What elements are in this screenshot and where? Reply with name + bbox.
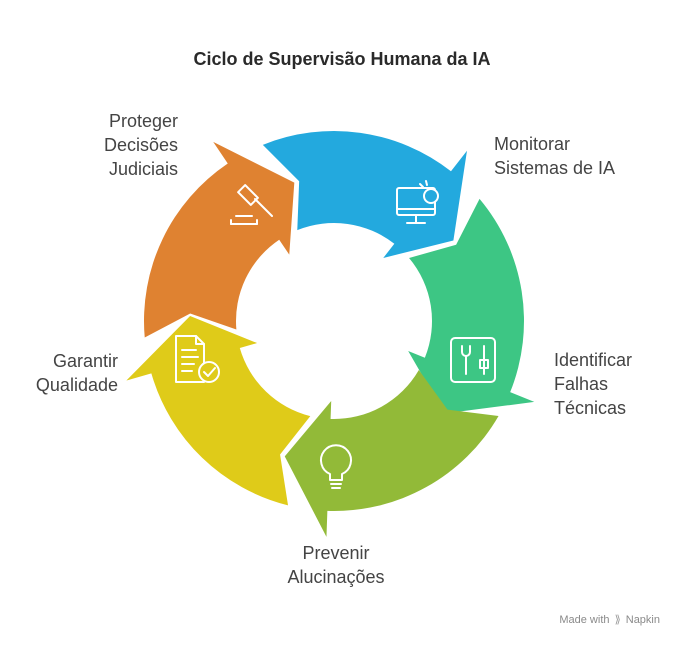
segment-arrow-garantir: [126, 315, 311, 506]
gavel-icon: [230, 184, 273, 225]
footer-credit: Made with ⟫ Napkin: [559, 613, 660, 626]
checklist-icon: [175, 335, 220, 383]
segment-arrow-proteger: [144, 141, 295, 338]
segment-arrow-monitorar: [262, 130, 467, 258]
diagram-title: Ciclo de Supervisão Humana da IA: [193, 49, 491, 69]
segment-arrow-prevenir: [284, 370, 499, 537]
label-prevenir: Prevenir Alucinações: [287, 543, 385, 587]
label-identificar: Identificar Falhas Técnicas: [554, 350, 633, 418]
lightbulb-icon: [320, 444, 352, 489]
label-garantir: Garantir Qualidade: [35, 351, 118, 395]
segment-arrow-identificar: [408, 198, 535, 414]
footer-brand: Napkin: [625, 614, 660, 626]
footer-prefix: Made with: [559, 614, 610, 626]
tools-icon: [450, 337, 496, 383]
label-monitorar: Monitorar Sistemas de IA: [494, 134, 616, 178]
napkin-logo-icon: ⟫: [614, 614, 621, 626]
monitor-icon: [396, 180, 439, 224]
label-proteger: Proteger Decisões Judiciais: [103, 111, 178, 179]
